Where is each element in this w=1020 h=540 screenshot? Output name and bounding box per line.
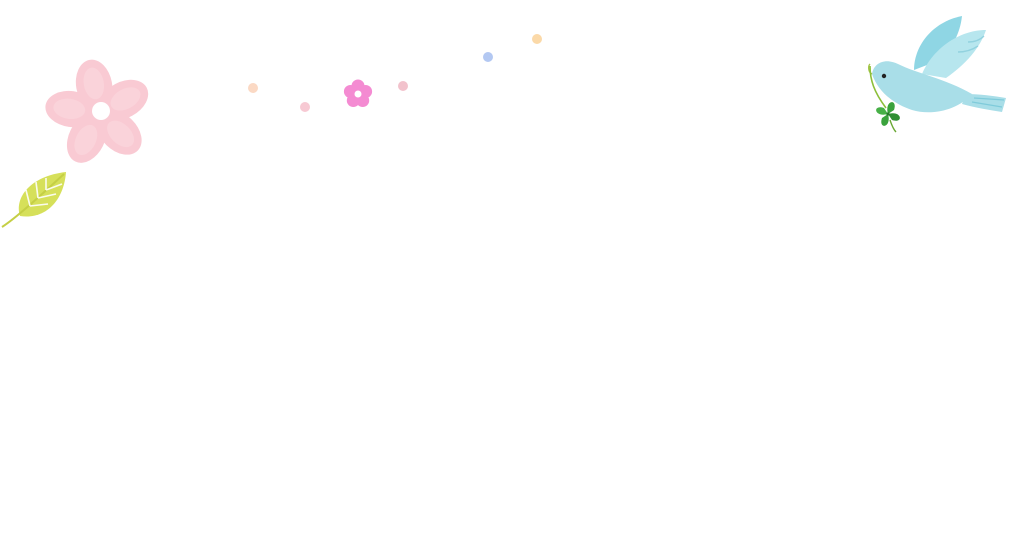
yellow-dot: [532, 34, 542, 44]
peach-dot: [248, 83, 258, 93]
rose-dot: [398, 81, 408, 91]
four-leaf-clover-icon: [869, 65, 900, 133]
green-leaf-icon: [1, 172, 66, 228]
pink-flower-icon: [45, 59, 149, 163]
blue-dot: [483, 52, 493, 62]
small-pink-flower-icon: [343, 79, 373, 107]
bluebird-icon: [867, 16, 1006, 113]
pink-dot: [300, 102, 310, 112]
